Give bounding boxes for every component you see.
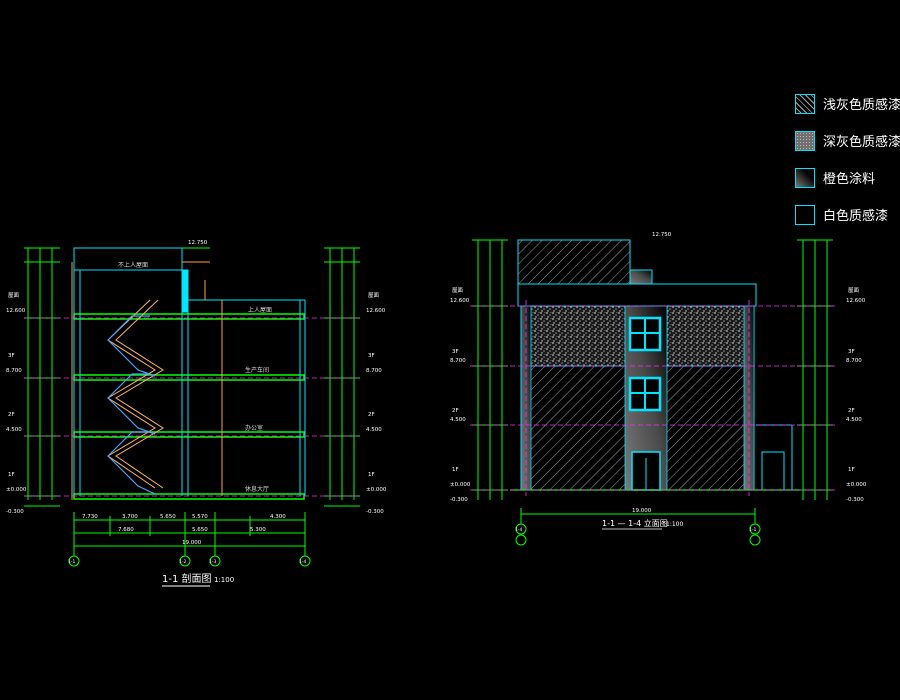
elevation-elevation: 12.750	[652, 232, 672, 238]
section-axis-label: 1-2	[179, 559, 186, 565]
section-elevation: 4.500	[6, 427, 22, 433]
legend-item-dark-grey: 深灰色质感漆	[795, 129, 900, 152]
elevation-elevation: 12.600	[450, 298, 470, 304]
section-elevation: 12.600	[6, 308, 26, 314]
section-floor-tag: 2F	[8, 412, 15, 418]
stipple-swatch-icon	[795, 130, 815, 151]
section-dim: 7.730	[82, 514, 98, 520]
section-room-label: 休息大厅	[245, 485, 269, 493]
elevation-floor-tag: 屋面	[452, 287, 464, 294]
legend-item-orange: 橙色涂料	[795, 166, 900, 189]
section-dim: 19.000	[182, 540, 202, 546]
section-room-label: 不上人屋面	[118, 261, 148, 269]
elevation-scale: 1:100	[666, 521, 683, 528]
elevation-elevation: 4.500	[450, 417, 466, 423]
section-elevation: ±0.000	[366, 487, 387, 493]
section-floor-tag: 3F	[8, 353, 15, 359]
section-floor-tag: 2F	[368, 412, 375, 418]
section-dim: 5.300	[250, 527, 266, 533]
section-axis-label: 1-1	[68, 559, 75, 565]
elevation-elevation: 4.500	[846, 417, 862, 423]
elevation-floor-tag: 2F	[452, 408, 459, 414]
section-elevation: 12.750	[188, 240, 208, 246]
section-room-label: 办公室	[245, 424, 263, 432]
section-elevation: 4.500	[366, 427, 382, 433]
legend-label: 白色质感漆	[823, 209, 889, 224]
section-room-label: 上人屋面	[248, 306, 272, 314]
section-dim: 5.650	[160, 514, 176, 520]
elevation-axis-label: 1-4	[515, 527, 522, 533]
elevation-elevation: 12.600	[846, 298, 866, 304]
section-elevation: 8.700	[366, 368, 382, 374]
section-floor-tag: 1F	[368, 472, 375, 478]
gradient-swatch-icon	[795, 167, 815, 188]
elevation-drawing: 屋面 3F 2F 1F 12.600 8.700 4.500 ±0.000 -0…	[450, 232, 867, 546]
elevation-elevation: -0.300	[450, 497, 468, 503]
section-dim: 7.680	[118, 527, 134, 533]
elevation-total-width: 19.000	[632, 508, 652, 514]
legend-label: 浅灰色质感漆	[823, 98, 900, 113]
section-axis-label: 1-4	[299, 559, 306, 565]
section-elevation: 8.700	[6, 368, 22, 374]
section-elevation: 12.600	[366, 308, 386, 314]
legend-item-light-grey: 浅灰色质感漆	[795, 92, 900, 115]
section-elevation: -0.300	[366, 509, 384, 515]
elevation-elevation: 8.700	[450, 358, 466, 364]
elevation-elevation: ±0.000	[450, 482, 471, 488]
elevation-floor-tag: 2F	[848, 408, 855, 414]
elevation-elevation: -0.300	[846, 497, 864, 503]
section-elevation: -0.300	[6, 509, 24, 515]
section-drawing: 不上人屋面 上人屋面 生产车间 办公室 休息大厅 屋面 3F 2F 1F 12.…	[6, 240, 387, 587]
elevation-title: 1-1 — 1-4 立面图	[602, 518, 668, 528]
section-title: 1-1 剖面图	[162, 572, 212, 585]
elevation-floor-tag: 3F	[452, 349, 459, 355]
empty-swatch-icon	[795, 204, 815, 225]
section-scale: 1:100	[214, 576, 234, 584]
section-axis-label: 1-3	[209, 559, 216, 565]
elevation-floor-tag: 1F	[848, 467, 855, 473]
section-dim: 5.650	[192, 527, 208, 533]
section-floor-tag: 1F	[8, 472, 15, 478]
section-dim: 4.300	[270, 514, 286, 520]
section-floor-tag: 3F	[368, 353, 375, 359]
elevation-floor-tag: 1F	[452, 467, 459, 473]
elevation-elevation: ±0.000	[846, 482, 867, 488]
section-dim: 5.570	[192, 514, 208, 520]
material-legend: 浅灰色质感漆 深灰色质感漆 橙色涂料 白色质感漆	[795, 92, 900, 240]
section-elevation: ±0.000	[6, 487, 27, 493]
section-room-label: 生产车间	[245, 366, 269, 374]
hatch-swatch-icon	[795, 93, 815, 114]
elevation-floor-tag: 屋面	[848, 287, 860, 294]
elevation-axis-label: 1-1	[749, 527, 756, 533]
section-floor-tag: 屋面	[368, 292, 380, 299]
legend-item-white: 白色质感漆	[795, 203, 900, 226]
elevation-elevation: 8.700	[846, 358, 862, 364]
elevation-floor-tag: 3F	[848, 349, 855, 355]
legend-label: 深灰色质感漆	[823, 135, 900, 150]
legend-label: 橙色涂料	[823, 172, 876, 187]
section-floor-tag: 屋面	[8, 292, 20, 299]
section-dim: 3.700	[122, 514, 138, 520]
